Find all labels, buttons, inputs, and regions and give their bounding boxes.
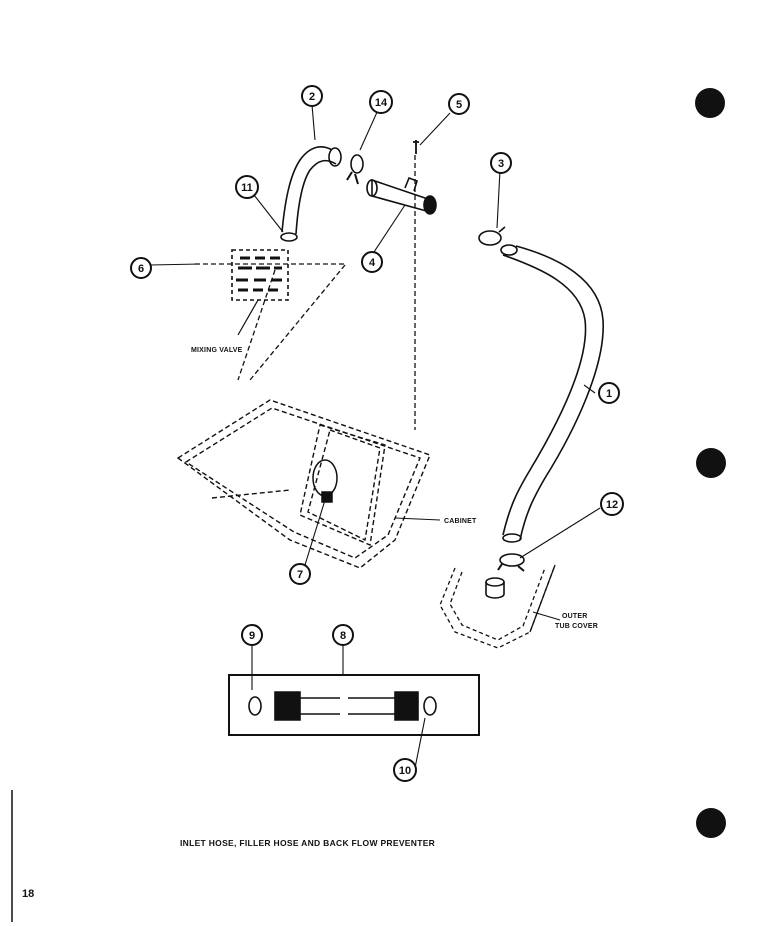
- callout-6: 6: [130, 257, 152, 279]
- callout-3: 3: [490, 152, 512, 174]
- screw-5: [413, 140, 419, 154]
- inlet-hose-assembly: [248, 691, 437, 721]
- filler-hose-2: [280, 146, 342, 242]
- tub-cover-fitting: [485, 577, 505, 599]
- cabinet-opening: [312, 459, 338, 503]
- svg-text:1: 1: [606, 388, 612, 400]
- svg-text:12: 12: [606, 499, 618, 511]
- leader-cabinet: [394, 517, 441, 521]
- leader-valve-to-cabinet: [249, 264, 346, 381]
- svg-text:4: 4: [369, 257, 376, 269]
- back-flow-preventer-4: [366, 176, 437, 215]
- fill-hose-1: [500, 244, 604, 543]
- svg-text:5: 5: [456, 99, 462, 111]
- outer-tub-cover-label-line-2: TUB COVER: [555, 623, 598, 630]
- washer-10: [423, 696, 437, 716]
- mixing-valve: [231, 249, 289, 336]
- svg-text:2: 2: [309, 91, 315, 103]
- outer-tub-cover: [439, 564, 556, 649]
- binding-hole-top: [695, 88, 725, 118]
- binding-holes: [695, 88, 726, 838]
- svg-text:11: 11: [241, 182, 253, 194]
- mixing-valve-label: MIXING VALVE: [191, 347, 243, 354]
- leader-lines: [195, 155, 416, 430]
- callout-12: 12: [600, 492, 624, 516]
- callout-5: 5: [448, 93, 470, 115]
- callout-4: 4: [361, 251, 383, 273]
- callout-14: 14: [369, 90, 393, 114]
- callout-8: 8: [332, 624, 354, 646]
- callout-7: 7: [289, 563, 311, 585]
- callout-10: 10: [393, 758, 417, 782]
- callout-11: 11: [235, 175, 259, 199]
- binding-hole-bottom: [696, 808, 726, 838]
- leader-valve-to-cabinet-2: [237, 269, 276, 381]
- clamp-12: [497, 553, 525, 572]
- svg-text:7: 7: [297, 569, 303, 581]
- clamp-3: [478, 226, 506, 246]
- svg-text:8: 8: [340, 630, 346, 642]
- figure-caption: INLET HOSE, FILLER HOSE AND BACK FLOW PR…: [180, 838, 436, 848]
- svg-text:14: 14: [375, 97, 388, 109]
- outer-tub-cover-label-line-1: OUTER: [562, 613, 588, 620]
- callout-9: 9: [241, 624, 263, 646]
- cabinet-label: CABINET: [444, 518, 477, 525]
- callouts: 1 2 3 4 5 6 7 8 9 10 11 12 14: [130, 85, 624, 782]
- page-number: 18: [22, 888, 35, 900]
- callout-1: 1: [598, 382, 620, 404]
- inlet-hose-kit-box: [228, 674, 480, 736]
- callout-leaders: [149, 104, 601, 769]
- svg-text:3: 3: [498, 158, 504, 170]
- clamp-14: [346, 154, 364, 185]
- washer-9: [248, 696, 262, 716]
- svg-text:10: 10: [399, 765, 411, 777]
- cabinet: [176, 399, 431, 569]
- callout-2: 2: [301, 85, 323, 107]
- binding-hole-middle: [696, 448, 726, 478]
- svg-text:9: 9: [249, 630, 255, 642]
- leader-outer-tub: [532, 611, 561, 621]
- svg-text:6: 6: [138, 263, 144, 275]
